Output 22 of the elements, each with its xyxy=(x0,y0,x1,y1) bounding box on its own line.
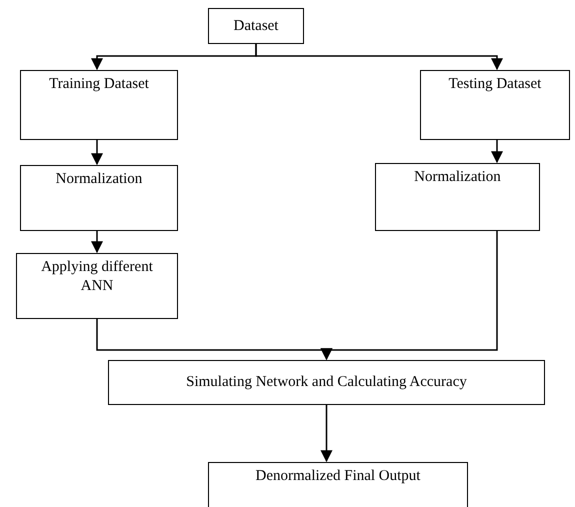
arrow xyxy=(91,231,103,254)
process-box xyxy=(375,163,540,231)
arrow xyxy=(320,231,498,360)
process-box xyxy=(20,70,178,140)
box-label: Applying different ANN xyxy=(40,258,154,296)
box-label: Testing Dataset xyxy=(448,75,542,94)
arrow xyxy=(255,44,503,70)
box-label: Training Dataset xyxy=(49,75,149,94)
process-box xyxy=(420,70,570,140)
box-label: Normalization xyxy=(414,168,501,187)
process-box xyxy=(208,462,468,507)
process-box xyxy=(108,360,545,405)
box-label: Normalization xyxy=(56,170,142,189)
process-box xyxy=(16,253,178,319)
arrow xyxy=(491,140,503,164)
box-label: Denormalized Final Output xyxy=(256,467,420,486)
box-label: Simulating Network and Calculating Accuracy xyxy=(186,373,467,392)
process-box xyxy=(208,8,304,44)
process-box xyxy=(20,165,178,231)
arrow xyxy=(320,405,332,462)
arrow xyxy=(91,140,103,166)
box-label: Dataset xyxy=(234,16,278,36)
